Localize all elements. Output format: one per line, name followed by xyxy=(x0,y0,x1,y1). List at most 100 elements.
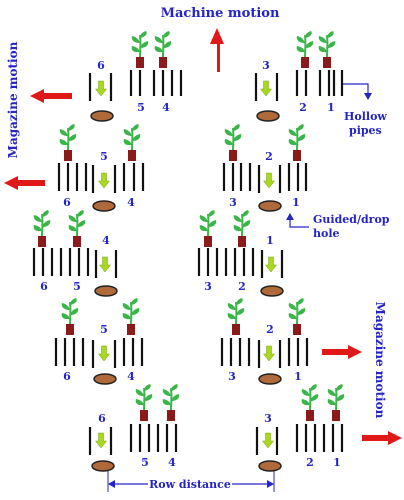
seed-number: 1 xyxy=(266,234,274,247)
plant-icon xyxy=(161,383,181,422)
plant-icon xyxy=(134,383,154,422)
plant-icon xyxy=(326,383,346,422)
magazine-arrow-left-2 xyxy=(4,176,45,190)
drop-hole-icon xyxy=(93,373,117,385)
drop-hole-icon xyxy=(258,460,282,472)
plant-icon xyxy=(223,123,243,162)
stage-4-left-unit xyxy=(54,338,144,368)
seed-number: 4 xyxy=(127,196,135,209)
plant-icon xyxy=(130,30,150,69)
drop-arrow-icon xyxy=(263,345,275,362)
drop-hole-icon xyxy=(91,460,115,472)
stage-3-left-unit xyxy=(32,248,118,278)
label-row-distance: Row distance xyxy=(149,478,231,491)
stage-5-right-unit xyxy=(255,424,344,455)
seed-number: 3 xyxy=(204,280,212,293)
seed-number: 4 xyxy=(102,234,110,247)
plant-icon xyxy=(232,209,252,248)
seed-number: 5 xyxy=(141,456,149,469)
seed-number: 4 xyxy=(168,456,176,469)
seed-number: 2 xyxy=(306,456,314,469)
seed-number: 1 xyxy=(292,196,300,209)
stage-2-right-unit xyxy=(222,163,308,193)
plant-icon xyxy=(287,297,307,336)
drop-arrow-icon xyxy=(265,256,277,273)
seed-number: 5 xyxy=(73,280,81,293)
seed-number: 5 xyxy=(100,323,108,336)
seed-number: 6 xyxy=(98,412,106,425)
hollow-pipes-pointer xyxy=(342,83,372,100)
drop-arrow-icon xyxy=(263,172,275,189)
plant-icon xyxy=(67,209,87,248)
seed-number: 1 xyxy=(294,370,302,383)
seed-number: 2 xyxy=(266,323,274,336)
plant-icon xyxy=(32,209,52,248)
plant-icon xyxy=(295,30,315,69)
drop-arrow-icon xyxy=(95,432,107,449)
seed-number: 6 xyxy=(63,196,71,209)
plant-icon xyxy=(60,297,80,336)
seed-number: 1 xyxy=(333,456,341,469)
seed-number: 4 xyxy=(127,370,135,383)
stage-4-right-unit xyxy=(220,338,309,368)
drop-hole-icon xyxy=(256,110,280,122)
label-magazine-motion-left: Magazine motion xyxy=(6,41,20,158)
seed-number: 5 xyxy=(100,150,108,163)
stage-3: 6 5 4 3 2 1 xyxy=(32,209,284,297)
magazine-arrow-left-1 xyxy=(30,89,72,103)
label-hollow-pipes-2: pipes xyxy=(349,124,382,137)
seed-number: 3 xyxy=(229,196,237,209)
plant-icon xyxy=(317,30,337,69)
stage-5: 6 5 4 3 2 1 xyxy=(88,383,346,472)
seed-number: 6 xyxy=(97,59,105,72)
seed-number: 1 xyxy=(327,101,335,114)
stage-1-right-unit xyxy=(254,70,344,101)
seed-number: 2 xyxy=(238,280,246,293)
plant-icon xyxy=(153,30,173,69)
label-magazine-motion-right: Magazine motion xyxy=(373,302,387,419)
drop-arrow-icon xyxy=(98,345,110,362)
stage-4: 6 5 4 3 2 1 xyxy=(54,297,309,385)
seed-number: 4 xyxy=(162,101,170,114)
seed-number: 5 xyxy=(137,101,145,114)
stage-2-left-unit xyxy=(57,163,145,193)
drop-arrow-icon xyxy=(95,80,107,97)
stage-1-left-unit xyxy=(88,70,183,101)
title-machine-motion: Machine motion xyxy=(161,6,280,21)
drop-hole-icon xyxy=(90,110,114,122)
seed-number: 2 xyxy=(299,101,307,114)
magazine-arrow-right-2 xyxy=(362,431,402,445)
machine-motion-arrow xyxy=(210,28,224,72)
plant-icon xyxy=(58,123,78,162)
guided-hole-pointer xyxy=(286,213,309,228)
seed-number: 6 xyxy=(63,370,71,383)
plant-icon xyxy=(198,209,218,248)
stage-3-right-unit xyxy=(197,248,284,278)
drop-hole-icon xyxy=(258,200,282,212)
drop-arrow-icon xyxy=(98,172,110,189)
seed-number: 2 xyxy=(265,150,273,163)
seed-number: 3 xyxy=(228,370,236,383)
plant-icon xyxy=(226,297,246,336)
drop-hole-icon xyxy=(94,285,118,297)
drop-hole-icon xyxy=(260,285,284,297)
plant-icon xyxy=(287,123,307,162)
seed-number: 3 xyxy=(262,59,270,72)
label-hollow-pipes-1: Hollow xyxy=(344,110,387,123)
drop-hole-icon xyxy=(258,373,282,385)
stage-2: 6 5 4 3 2 1 xyxy=(57,123,308,212)
drop-arrow-icon xyxy=(99,256,111,273)
magazine-arrow-right-1 xyxy=(322,345,362,359)
seed-number: 6 xyxy=(40,280,48,293)
plant-icon xyxy=(122,123,142,162)
drop-arrow-icon xyxy=(260,80,272,97)
stage-5-left-unit xyxy=(88,424,178,455)
plant-icon xyxy=(300,383,320,422)
drop-arrow-icon xyxy=(262,432,274,449)
stage-1: 6 5 4 3 2 1 xyxy=(88,30,344,122)
plant-icon xyxy=(121,297,141,336)
seed-number: 3 xyxy=(264,412,272,425)
label-guided-drop-hole-1: Guided/drop xyxy=(313,213,390,226)
label-guided-drop-hole-2: hole xyxy=(313,227,340,240)
